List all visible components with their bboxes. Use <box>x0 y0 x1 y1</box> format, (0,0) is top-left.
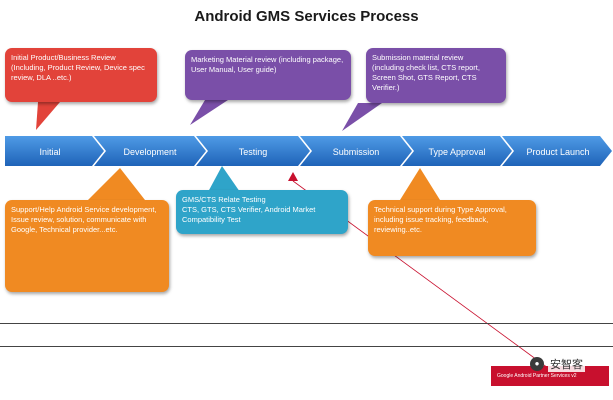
stage-label-type-approval: Type Approval <box>428 147 485 157</box>
marketing-review-pointer <box>190 100 228 125</box>
callout-initial-review: Initial Product/Business Review (Includi… <box>5 48 157 102</box>
stage-chevron-initial <box>5 136 104 166</box>
separator-line-1 <box>0 323 613 324</box>
stage-chevron-product-launch <box>502 136 612 166</box>
callout-submission-review: Submission material review (including ch… <box>366 48 506 103</box>
callout-gms-testing: GMS/CTS Relate Testing CTS, GTS, CTS Ver… <box>176 190 348 234</box>
submission-review-pointer <box>342 103 382 131</box>
stage-label-product-launch: Product Launch <box>526 147 589 157</box>
wechat-icon: ● <box>530 357 544 371</box>
stage-label-development: Development <box>123 147 177 157</box>
stage-chevron-testing <box>196 136 310 166</box>
stage-label-testing: Testing <box>239 147 268 157</box>
diagram-title: Android GMS Services Process <box>194 8 419 25</box>
callout-tech-support: Technical support during Type Approval, … <box>368 200 536 256</box>
callout-marketing-review: Marketing Material review (including pac… <box>185 50 351 100</box>
support-dev-pointer <box>88 168 145 200</box>
initial-review-pointer <box>36 102 60 130</box>
watermark-text: 安智客 <box>548 356 585 372</box>
marker-triangle <box>288 172 298 181</box>
stage-chevrons <box>5 136 612 166</box>
stage-chevron-submission <box>300 136 412 166</box>
stage-chevron-type-approval <box>402 136 512 166</box>
stage-label-initial: Initial <box>39 147 60 157</box>
gms-testing-pointer <box>208 166 240 192</box>
stage-label-submission: Submission <box>333 147 380 157</box>
tech-support-pointer <box>400 168 440 200</box>
separator-line-2 <box>0 346 613 347</box>
stage-chevron-development <box>94 136 206 166</box>
callout-support-development: Support/Help Android Service development… <box>5 200 169 292</box>
stage-labels: Initial Development Testing Submission T… <box>39 147 589 157</box>
